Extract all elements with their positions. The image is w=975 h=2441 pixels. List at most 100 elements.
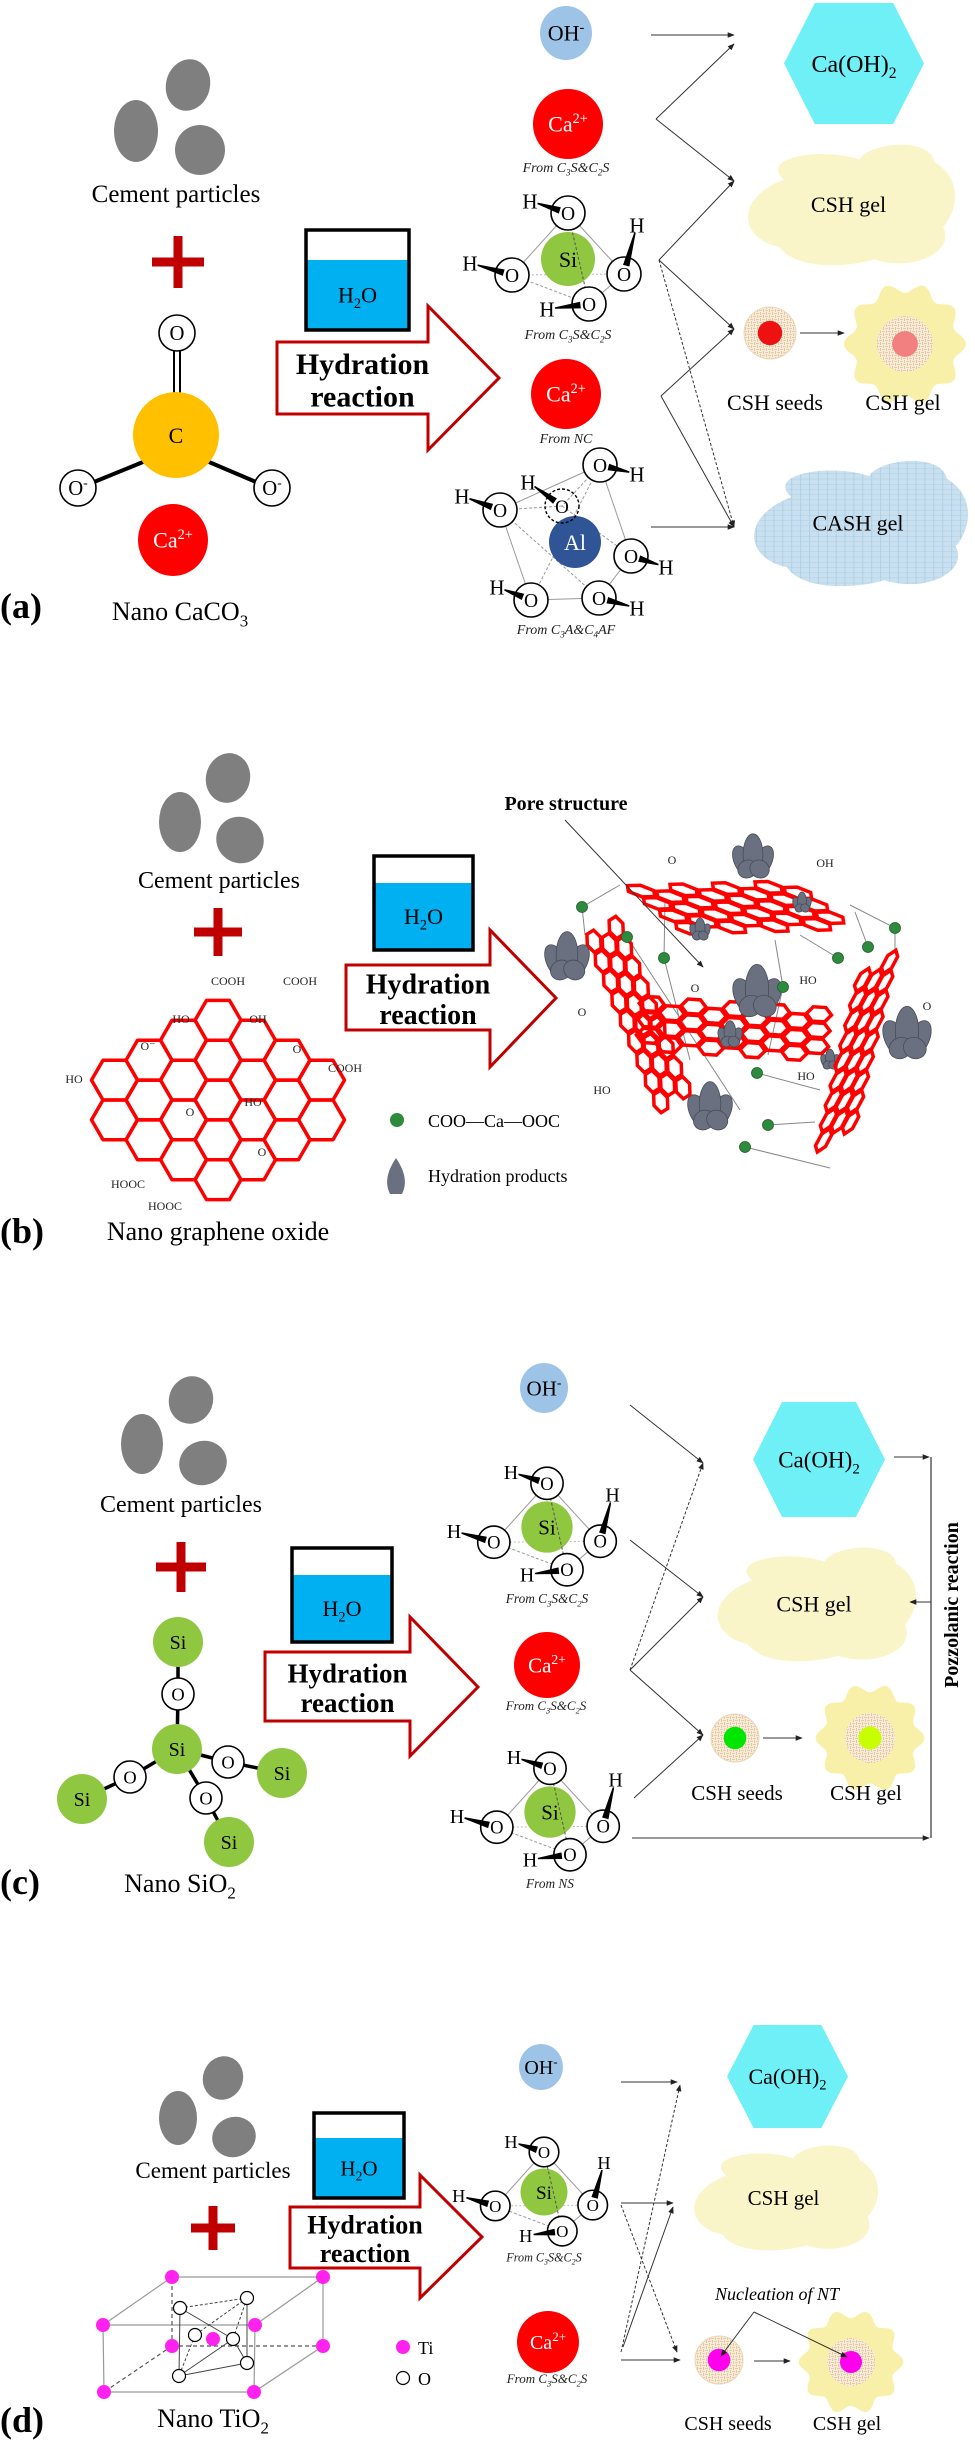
oxygen-atom: O [476, 1525, 511, 1560]
functional-group-label: COOH [328, 1061, 362, 1075]
reaction-arrow [629, 1404, 704, 1464]
hydration-label: Hydration [307, 2211, 423, 2240]
oxygen-symbol: O [489, 2197, 501, 2216]
water-fill [374, 883, 473, 950]
bond-wedge [599, 1502, 612, 1535]
hydrogen-symbol-part: H [454, 484, 469, 508]
source-label-part: 3 [543, 2258, 548, 2267]
graphene-ring [804, 1022, 830, 1038]
pozzolanic-reaction-loop: Pozzolanic reaction [632, 1454, 963, 1841]
linker-line [626, 936, 741, 1111]
octahedron-edge [561, 464, 601, 507]
reaction-arrow [564, 819, 704, 968]
source-label-part: 4 [594, 630, 599, 640]
seed-core [723, 1726, 747, 1750]
panel-label: (a) [0, 586, 42, 626]
legend-label-part: Hydration products [428, 1166, 567, 1186]
source-label-part: 3 [545, 1705, 550, 1715]
arrow-shape [288, 2171, 485, 2302]
csh-gel-label: CSH gel [813, 2413, 882, 2435]
csh-gel-label: CSH gel [776, 1592, 851, 1617]
panel-label-part: (a) [0, 586, 42, 626]
oxygen-atom [172, 2300, 188, 2316]
bond-wedge [534, 1567, 560, 1575]
graphene-ring [698, 1040, 724, 1056]
oxygen-circle [479, 2190, 511, 2222]
ti-o-bond [194, 2297, 248, 2336]
source-label-part: 2 [576, 1705, 581, 1715]
calcium-ion-circle [517, 2311, 579, 2373]
functional-group-label-part: HO [799, 973, 817, 987]
nano-caco3-molecule: OCO-O-Ca2+ [59, 314, 291, 576]
oxygen-atom: O [582, 447, 618, 483]
cement-particle [216, 816, 264, 864]
csh-gel-label-part: CSH gel [813, 2413, 882, 2435]
hydration-product-cluster [882, 1005, 932, 1060]
hydrogen-symbol-part: H [520, 470, 535, 494]
source-label-part: S [576, 2251, 582, 2265]
hydrogen-symbol: H [629, 213, 644, 237]
cement-particle [205, 753, 251, 803]
panel-label-part: (c) [0, 1862, 40, 1902]
functional-group-label: O [293, 1042, 302, 1056]
panel-label: (d) [0, 2400, 44, 2440]
source-label-part: From C [522, 161, 567, 176]
hydrogen-bond: H [602, 1770, 623, 1820]
caoh2-label-part: 2 [889, 65, 897, 82]
carbon-atom [133, 392, 219, 478]
bond-wedge [602, 1787, 615, 1820]
legend-label: Ti [418, 2338, 433, 2358]
graphene-ring [622, 954, 643, 980]
oxygen-atom: O [494, 257, 530, 293]
nanomaterial-label-part: Nano graphene oxide [107, 1217, 329, 1246]
csh-seeds-label-part: CSH seeds [727, 390, 823, 415]
linker-line [581, 884, 621, 908]
oxygen-circle [158, 314, 196, 352]
source-label-part: From C [505, 2251, 545, 2265]
beaker-outline [290, 1546, 394, 1644]
nanomaterial-label-part: Nano SiO [124, 1869, 227, 1898]
reaction-label-part: reaction [310, 381, 415, 414]
silicon-symbol-part: Si [221, 1832, 238, 1854]
graphene-ring [806, 1006, 832, 1022]
hydrogen-bond: H [519, 2226, 556, 2246]
oxygen-atom: O [533, 1751, 567, 1786]
silicon-symbol-part: Si [74, 1789, 91, 1811]
functional-group-label-part: O⁻ [141, 1039, 156, 1053]
aluminum-symbol-part: Al [564, 530, 586, 555]
panel-label: (b) [0, 1211, 44, 1251]
functional-group-label-part: O [691, 981, 700, 995]
functional-group-label: O [186, 1105, 195, 1119]
reaction-label: reaction [301, 1688, 395, 1718]
calcium-ion-label-part: Ca [528, 1653, 552, 1677]
hydrogen-symbol-part: H [605, 1485, 619, 1507]
hydrogen-symbol: H [520, 1564, 534, 1586]
oxygen-symbol: O [596, 1817, 609, 1838]
water-fill [292, 1575, 392, 1642]
csh-seed [743, 306, 797, 360]
cell-edge [254, 2276, 324, 2326]
single-bond [93, 460, 144, 484]
hydrogen-symbol-part: H [450, 1806, 464, 1828]
nanomaterial-label: Nano SiO2 [124, 1869, 236, 1903]
calcium-ion-label-part: 2+ [573, 111, 588, 127]
cement-particles-label-part: Cement particles [135, 2158, 290, 2183]
cement-particles-label: Cement particles [138, 868, 300, 894]
reaction-arrow [629, 1596, 704, 1671]
csh-gel-label: CSH gel [830, 1781, 902, 1805]
hydrogen-symbol-part: H [504, 1462, 518, 1484]
oxygen-symbol-part: O [596, 1817, 609, 1838]
csh-gel-label: CSH gel [748, 2186, 820, 2210]
oxygen-circle [253, 469, 291, 507]
silicon-symbol: Si [170, 1632, 187, 1654]
csh-seed [710, 1713, 760, 1763]
cement-particles-label-part: Cement particles [138, 868, 300, 894]
graphene-ring [813, 1126, 834, 1155]
hydration-product-cluster [732, 833, 774, 879]
hydrogen-symbol: H [454, 484, 469, 508]
hydrogen-bond: H [507, 1747, 544, 1770]
seed-core [839, 2350, 863, 2374]
